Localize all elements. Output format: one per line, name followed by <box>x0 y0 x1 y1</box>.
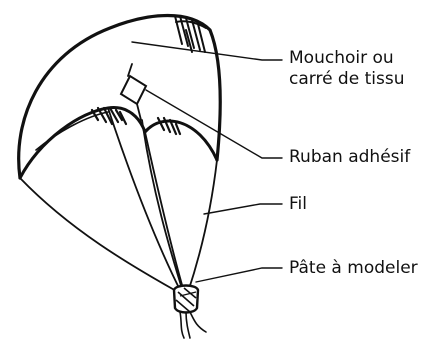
label-mouchoir: Mouchoir ou carré de tissu <box>289 48 404 90</box>
leader-lines <box>132 42 282 282</box>
label-mouchoir-line2: carré de tissu <box>289 69 404 90</box>
canopy-hem <box>20 108 217 178</box>
label-mouchoir-line1: Mouchoir ou <box>289 48 404 69</box>
clay-weight <box>174 286 198 313</box>
canopy-outline <box>19 16 220 179</box>
canopy-shading <box>175 16 206 52</box>
string-tails <box>180 312 206 338</box>
leader-mouchoir <box>132 42 282 60</box>
suspension-strings <box>20 108 217 292</box>
leader-fil <box>204 204 282 214</box>
tape-piece <box>121 64 146 120</box>
label-pate-a-modeler: Pâte à modeler <box>289 258 418 279</box>
label-ruban-adhesif: Ruban adhésif <box>289 147 410 168</box>
leader-pate <box>196 268 282 282</box>
label-fil: Fil <box>289 194 307 215</box>
